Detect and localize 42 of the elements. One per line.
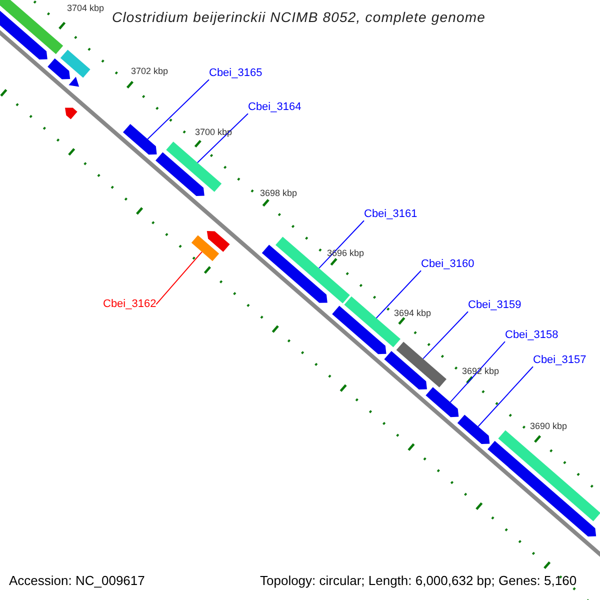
gene-label: Cbei_3162 (103, 298, 156, 311)
gene-feature (166, 142, 222, 192)
leader-line (376, 270, 422, 319)
genome-info-text: Topology: circular; Length: 6,000,632 bp; Genes: 5,160 (260, 574, 577, 589)
scale-label: 3694 kbp (394, 308, 432, 318)
leader-line (156, 251, 202, 305)
scale-label: 3704 kbp (67, 3, 104, 14)
gene-feature (498, 430, 600, 522)
gene-feature (488, 440, 596, 536)
gene-label: Cbei_3157 (533, 354, 586, 367)
gene-feature (332, 306, 386, 354)
gene-feature (276, 236, 350, 304)
gene-label: Cbei_3161 (364, 208, 418, 221)
leader-line (422, 311, 468, 360)
leader-line (197, 113, 248, 164)
gene-feature (123, 124, 157, 155)
gene-feature (48, 58, 70, 80)
leader-line (450, 341, 506, 403)
gene-feature (426, 387, 459, 418)
scale-label: 3690 kbp (530, 421, 568, 432)
gene-feature (262, 244, 328, 303)
gene-feature (191, 235, 220, 262)
title: Clostridium beijerinckii NCIMB 8052, complete genome (112, 9, 486, 26)
gene-feature (0, 0, 64, 54)
gene-feature (65, 108, 78, 120)
scale-label: 3698 kbp (260, 188, 298, 198)
gene-label: Cbei_3165 (209, 67, 262, 80)
gene-feature (206, 231, 230, 252)
leader-line (318, 220, 364, 269)
gene-feature (60, 50, 90, 78)
accession-text: Accession: NC_009617 (9, 574, 145, 589)
leader-line (478, 366, 534, 427)
leader-line (147, 79, 210, 140)
gene-label: Cbei_3164 (248, 101, 302, 114)
scale-label: 3702 kbp (131, 66, 168, 76)
gene-feature (384, 351, 427, 390)
gene-label: Cbei_3160 (421, 258, 474, 271)
gene-label: Cbei_3159 (468, 299, 522, 312)
gene-label: Cbei_3158 (505, 329, 558, 342)
gene-feature (396, 342, 446, 388)
gene-feature (457, 414, 490, 444)
gene-feature (156, 152, 204, 196)
